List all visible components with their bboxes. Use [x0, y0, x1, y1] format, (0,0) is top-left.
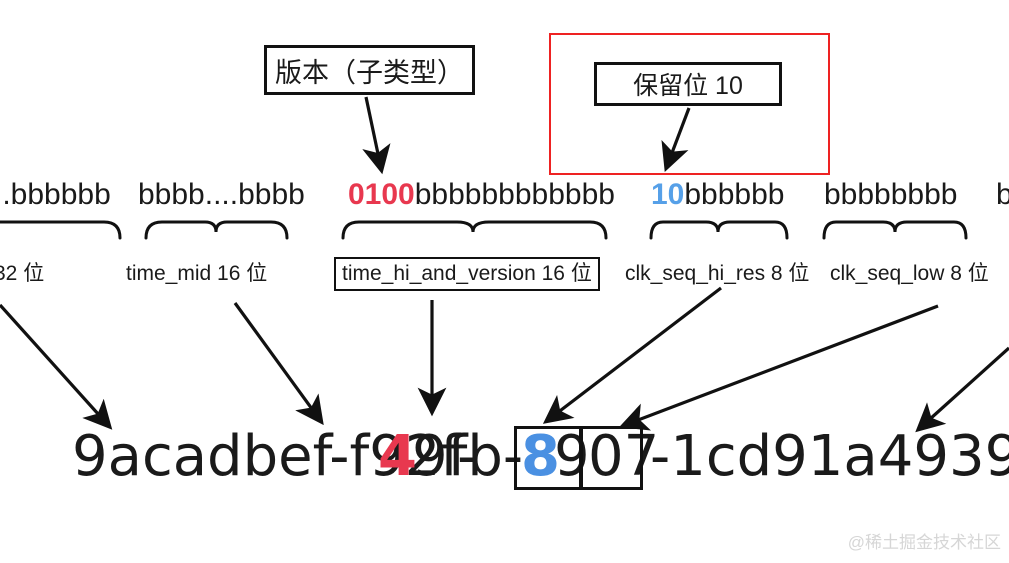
field-label-row: 32 位 time_mid 16 位 time_hi_and_version 1…: [0, 257, 1009, 291]
bit-group-time-low: ..bbbbbb: [0, 178, 111, 212]
bit-group-body: bbbbbbbbbbbb: [414, 178, 615, 211]
brace-clk-seq-low: [822, 220, 968, 240]
brace-time-low: [0, 220, 122, 240]
version-callout-box: 版本（子类型）: [264, 45, 475, 95]
field-label-time-low: 32 位: [0, 262, 45, 285]
arrow-time-mid-to-uuid: [233, 302, 324, 426]
uuid-segment-time-hi-rest: 9fb-: [412, 424, 524, 489]
arrow-clk-seq-low-to-uuid: [619, 304, 939, 431]
uuid-clk-seq-hi-digit: 9: [554, 424, 590, 489]
arrow-clk-seq-hi-res-to-uuid: [542, 286, 722, 424]
field-label-clk-seq-low: clk_seq_low 8 位: [830, 262, 989, 285]
reserved-callout-label: 保留位 10: [633, 72, 743, 100]
uuid-clk-seq-low-digits: 07: [588, 424, 660, 489]
field-label-time-hi-and-version: time_hi_and_version 16 位: [334, 257, 600, 291]
uuid-segment-time-low-mid: 9acadbef-f92f-: [72, 424, 478, 489]
bit-group-time-mid: bbbb....bbbb: [138, 178, 305, 212]
arrow-node-to-uuid: [915, 346, 1009, 433]
brace-clk-seq-hi-res: [649, 220, 789, 240]
bit-group-node-truncated: b: [996, 178, 1009, 212]
field-label-clk-seq-hi-res: clk_seq_hi_res 8 位: [625, 262, 810, 285]
brace-group: [0, 220, 968, 240]
field-label-time-mid: time_mid 16 位: [126, 262, 268, 285]
bit-string-row: ..bbbbbb bbbb....bbbb 0100bbbbbbbbbbbb 1…: [0, 178, 1009, 218]
uuid-version-digit: 4: [378, 424, 417, 489]
bit-group-prefix-variant: 10: [651, 178, 685, 211]
uuid-segment-node: -1cd91a493982: [650, 424, 1009, 489]
watermark: @稀土掘金技术社区: [847, 533, 1001, 552]
bit-group-body: bbbbbbbb: [824, 178, 958, 211]
uuid-string-row: 9acadbef-f92f- 4 9fb- 8 9 07 -1cd91a4939…: [0, 424, 1009, 496]
bit-group-clk-seq-hi-res: 10bbbbbb: [651, 178, 784, 212]
arrow-version-to-bits: [362, 96, 391, 175]
bit-group-time-hi-and-version: 0100bbbbbbbbbbbb: [348, 178, 615, 212]
reserved-callout-box: 保留位 10: [594, 62, 782, 106]
uuid-clk-seq-low-box: [580, 426, 643, 490]
reserved-bits-highlight-region: [549, 33, 830, 175]
version-callout-label: 版本（子类型）: [275, 57, 464, 88]
bit-group-body: bbbb....bbbb: [138, 178, 305, 211]
bit-group-body: bbbbbb: [684, 178, 785, 211]
arrow-time-low-to-uuid: [0, 303, 113, 430]
bit-group-body: ..bbbbbb: [0, 178, 111, 211]
bit-group-clk-seq-low: bbbbbbbb: [824, 178, 957, 212]
label-to-uuid-arrows: [0, 286, 1009, 433]
bit-group-body: b: [996, 178, 1009, 211]
brace-time-mid: [144, 220, 289, 240]
brace-time-hi-and-version: [341, 220, 608, 240]
uuid-clk-seq-hi-res-box: [514, 426, 582, 490]
bit-group-prefix-version: 0100: [348, 178, 415, 211]
uuid-variant-digit: 8: [521, 424, 560, 489]
